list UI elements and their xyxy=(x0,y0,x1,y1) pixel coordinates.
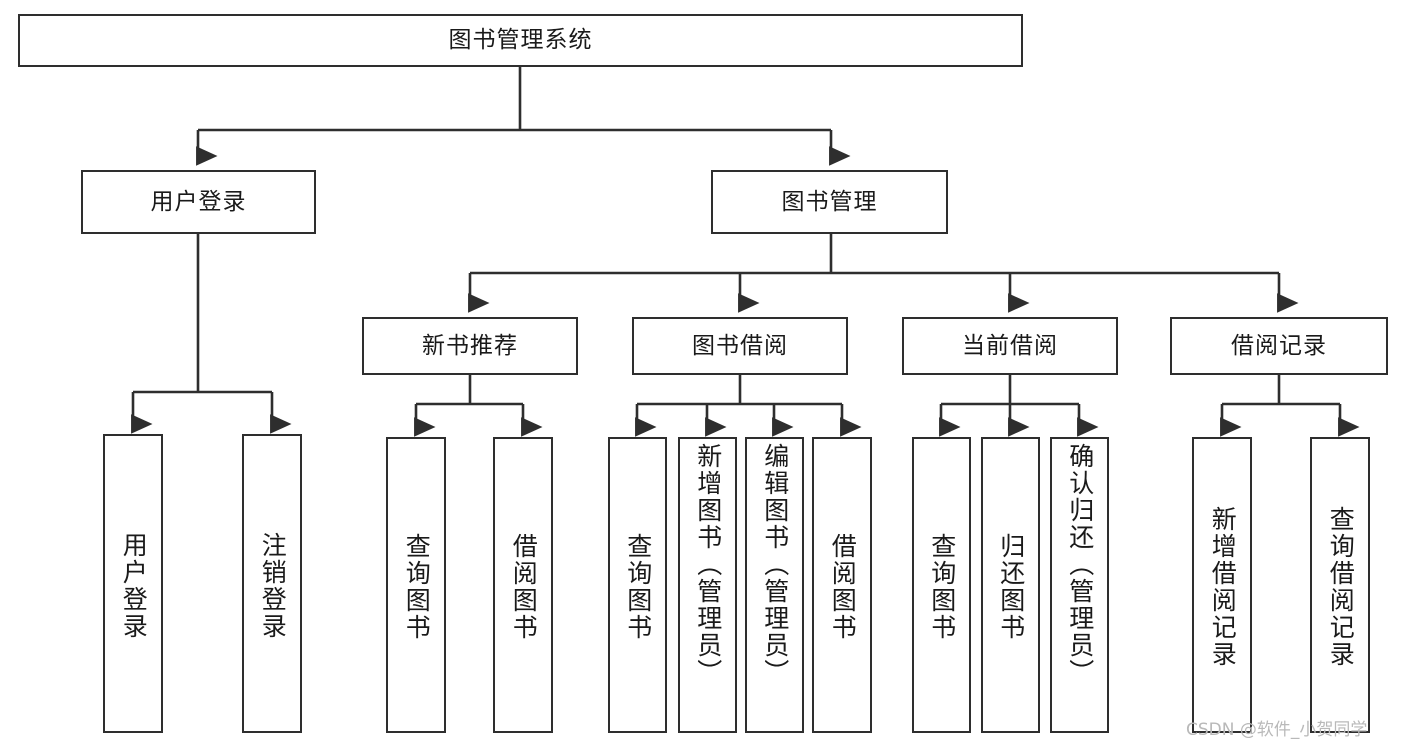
node-new-book-recommendation[interactable]: 新书推荐 xyxy=(362,317,578,375)
node-label: 查询图书 xyxy=(623,533,653,641)
node-label: 借阅图书 xyxy=(828,533,858,641)
node-label: 编辑图书（管理员） xyxy=(760,443,790,686)
leaf-return-books[interactable]: 归还图书 xyxy=(981,437,1040,733)
node-label: 当前借阅 xyxy=(962,332,1058,359)
node-label: 借阅图书 xyxy=(509,533,539,641)
node-label: 查询图书 xyxy=(402,533,432,641)
node-user-login[interactable]: 用户登录 xyxy=(81,170,316,234)
leaf-edit-book-admin[interactable]: 编辑图书（管理员） xyxy=(745,437,804,733)
node-label: 查询图书 xyxy=(927,533,957,641)
node-label: 归还图书 xyxy=(996,533,1026,641)
node-current-borrowing[interactable]: 当前借阅 xyxy=(902,317,1118,375)
node-label: 借阅记录 xyxy=(1231,332,1327,359)
node-label: 注销登录 xyxy=(258,531,288,640)
node-label: 图书管理系统 xyxy=(448,27,593,54)
leaf-logout[interactable]: 注销登录 xyxy=(242,434,302,733)
leaf-query-books-current[interactable]: 查询图书 xyxy=(912,437,971,733)
leaf-add-borrow-record[interactable]: 新增借阅记录 xyxy=(1192,437,1252,733)
csdn-watermark: CSDN @软件_小贺同学 xyxy=(1186,720,1368,740)
leaf-query-books-new-book[interactable]: 查询图书 xyxy=(386,437,446,733)
leaf-user-login[interactable]: 用户登录 xyxy=(103,434,163,733)
leaf-borrow-books-new-book[interactable]: 借阅图书 xyxy=(493,437,553,733)
node-label: 用户登录 xyxy=(119,531,149,640)
leaf-query-books-borrowing[interactable]: 查询图书 xyxy=(608,437,667,733)
node-borrow-records[interactable]: 借阅记录 xyxy=(1170,317,1388,375)
node-label: 新增借阅记录 xyxy=(1208,506,1238,668)
node-label: 新书推荐 xyxy=(422,332,518,359)
node-label: 图书借阅 xyxy=(692,332,788,359)
node-label: 确认归还（管理员） xyxy=(1065,443,1095,686)
leaf-borrow-books-borrowing[interactable]: 借阅图书 xyxy=(812,437,872,733)
leaf-add-book-admin[interactable]: 新增图书（管理员） xyxy=(678,437,737,733)
node-label: 查询借阅记录 xyxy=(1326,506,1356,668)
node-label: 新增图书（管理员） xyxy=(693,443,723,686)
leaf-query-borrow-record[interactable]: 查询借阅记录 xyxy=(1310,437,1370,733)
node-label: 图书管理 xyxy=(781,188,878,215)
node-book-management[interactable]: 图书管理 xyxy=(711,170,948,234)
leaf-confirm-return-admin[interactable]: 确认归还（管理员） xyxy=(1050,437,1109,733)
node-root-book-management-system[interactable]: 图书管理系统 xyxy=(18,14,1023,67)
node-book-borrowing[interactable]: 图书借阅 xyxy=(632,317,848,375)
node-label: 用户登录 xyxy=(150,188,247,215)
